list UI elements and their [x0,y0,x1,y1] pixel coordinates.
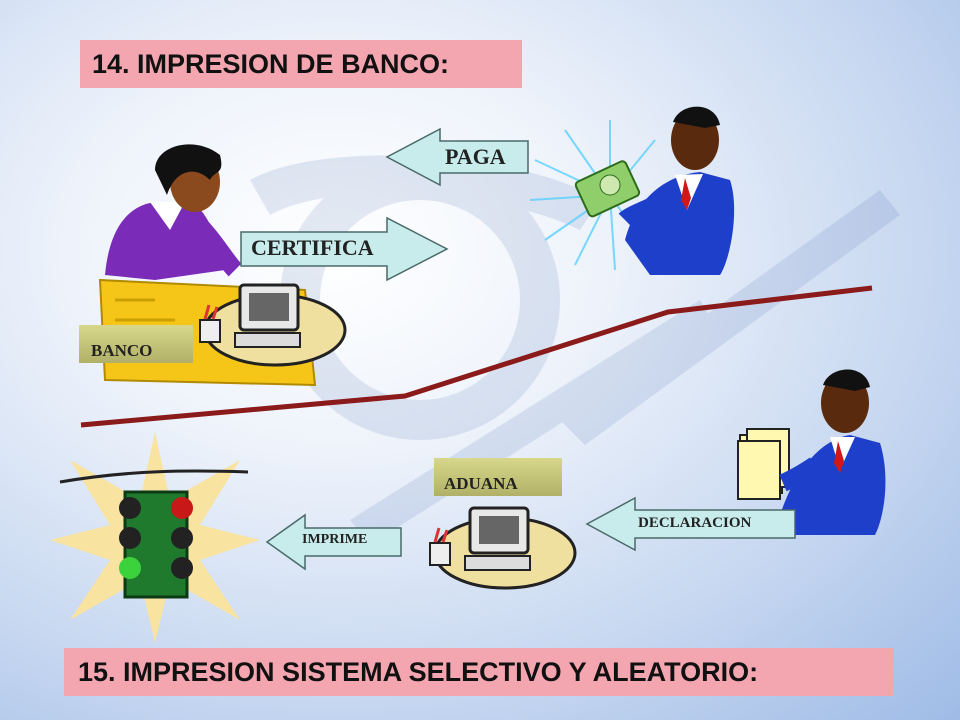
computer-desk-icon [199,283,347,367]
businessman-documents-icon [737,369,886,535]
slide-title-top: 14. IMPRESION DE BANCO: [80,40,522,88]
aduana-label: ADUANA [434,458,562,496]
traffic-light-icon [50,432,260,643]
imprime-arrow-label: IMPRIME [302,532,368,547]
imprime-arrow [265,513,402,571]
computer-desk-icon [429,506,577,590]
slide-title-bottom: 15. IMPRESION SISTEMA SELECTIVO Y ALEATO… [64,648,894,696]
declaracion-arrow [585,496,796,552]
certifica-arrow-label: CERTIFICA [251,235,374,260]
businessman-money-icon [529,106,735,275]
paga-arrow-label: PAGA [445,144,506,169]
declaracion-arrow-label: DECLARACION [638,515,752,531]
certifica-arrow [240,216,449,282]
banco-label: BANCO [79,325,193,363]
paga-arrow [385,127,529,187]
